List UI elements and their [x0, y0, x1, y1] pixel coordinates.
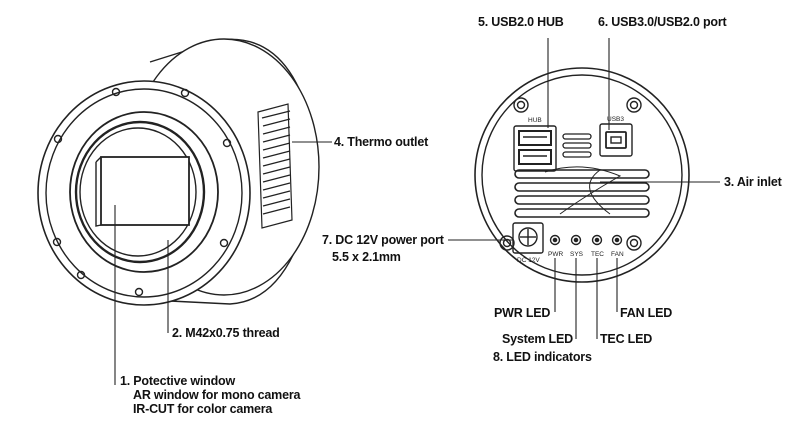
label-led-indicators: 8. LED indicators [493, 350, 592, 364]
protective-window [100, 156, 190, 226]
label-tec-led: TEC LED [600, 332, 653, 346]
label-usb3-port: 6. USB3.0/USB2.0 port [598, 15, 727, 29]
label-thermo-outlet: 4. Thermo outlet [334, 135, 429, 149]
label-usb-hub: 5. USB2.0 HUB [478, 15, 564, 29]
front-screws [52, 87, 232, 297]
label-dc-power-spec: 5.5 x 2.1mm [332, 250, 401, 264]
panel-text-dc12v: DC 12V [517, 257, 540, 264]
camera-rear-view [474, 67, 690, 283]
rear-vent-slots [562, 133, 592, 158]
label-window-title: 1. Potective window [120, 374, 235, 388]
label-thread: 2. M42x0.75 thread [172, 326, 280, 340]
panel-text-sys: SYS [570, 251, 584, 258]
panel-text-tec: TEC [591, 251, 604, 258]
panel-text-usb3: USB3 [607, 116, 624, 123]
panel-text-fan: FAN [611, 251, 624, 258]
label-window-mono: AR window for mono camera [133, 388, 301, 402]
led-indicators [549, 234, 623, 246]
panel-text-hub: HUB [528, 117, 542, 124]
m42-thread-ring [69, 111, 219, 273]
label-pwr-led: PWR LED [494, 306, 551, 320]
usb-hub-ports [513, 125, 557, 172]
label-air-inlet: 3. Air inlet [724, 175, 782, 189]
dc-power-jack [512, 222, 544, 254]
thermo-outlet-fins [257, 103, 293, 229]
panel-text-pwr: PWR [548, 251, 563, 258]
leader-lines [114, 38, 720, 385]
camera-front-view [37, 38, 320, 306]
label-system-led: System LED [502, 332, 573, 346]
air-inlet-grille [514, 166, 650, 218]
label-dc-power: 7. DC 12V power port [322, 233, 444, 247]
usb3-port [599, 123, 633, 157]
label-fan-led: FAN LED [620, 306, 673, 320]
label-window-color: IR-CUT for color camera [133, 402, 273, 416]
